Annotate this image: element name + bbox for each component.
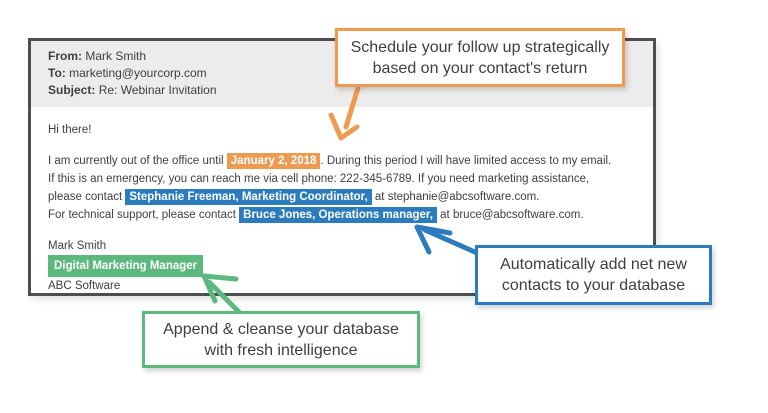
body-line-1-rest: . During this period I will have limited… <box>320 155 612 167</box>
email-greeting: Hi there! <box>48 124 92 136</box>
signature-title-line: Digital Marketing Manager <box>48 255 643 277</box>
from-value: Mark Smith <box>85 49 147 63</box>
job-title-highlight: Digital Marketing Manager <box>48 255 204 277</box>
to-value: marketing@yourcorp.com <box>69 66 207 80</box>
email-signature: Mark Smith Digital Marketing Manager ABC… <box>48 237 643 295</box>
body-line-3-rest: at stephanie@abcsoftware.com. <box>371 191 540 203</box>
callout-add-contacts-line1: Automatically add net new <box>500 256 687 273</box>
callout-schedule-line2: based on your contact's return <box>372 59 588 77</box>
body-line-3: please contact Stephanie Freeman, Market… <box>48 188 643 206</box>
email-from-line: From: Mark Smith <box>48 48 643 65</box>
signature-company: ABC Software <box>48 280 121 292</box>
body-line-1-text: I am currently out of the office until <box>48 155 227 167</box>
callout-add-contacts-line2: contacts to your database <box>501 277 686 294</box>
body-line-4-rest: at bruce@abcsoftware.com. <box>436 209 584 221</box>
marketing-contact-highlight: Stephanie Freeman, Marketing Coordinator… <box>125 189 372 205</box>
body-line-4: For technical support, please contact Br… <box>48 206 643 224</box>
callout-add-contacts: Automatically add net new contacts to yo… <box>475 245 712 305</box>
callout-schedule-line1: Schedule your follow up strategically <box>350 38 610 56</box>
callout-append-cleanse-line2: with fresh intelligence <box>204 341 358 359</box>
callout-append-cleanse-line1: Append & cleanse your database <box>163 320 399 338</box>
subject-value: Re: Webinar Invitation <box>98 83 217 97</box>
email-subject-line: Subject: Re: Webinar Invitation <box>48 82 643 99</box>
body-line-2: If this is an emergency, you can reach m… <box>48 173 590 185</box>
to-label: To: <box>48 66 66 80</box>
body-line-3-text: please contact <box>48 191 126 203</box>
return-date-highlight: January 2, 2018 <box>226 153 321 169</box>
callout-schedule-followup: Schedule your follow up strategically ba… <box>335 28 625 87</box>
body-line-1: I am currently out of the office until J… <box>48 152 643 170</box>
signature-name: Mark Smith <box>48 240 107 252</box>
from-label: From: <box>48 49 82 63</box>
subject-label: Subject: <box>48 83 96 97</box>
body-line-4-text: For technical support, please contact <box>48 209 240 221</box>
callout-append-cleanse: Append & cleanse your database with fres… <box>142 311 420 368</box>
email-body: Hi there! I am currently out of the offi… <box>31 107 653 295</box>
support-contact-highlight: Bruce Jones, Operations manager, <box>239 207 437 223</box>
email-to-line: To: marketing@yourcorp.com <box>48 65 643 82</box>
